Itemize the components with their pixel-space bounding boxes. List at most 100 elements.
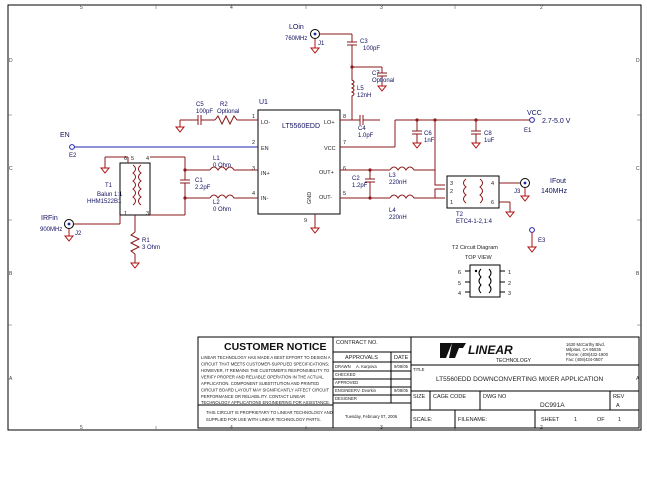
scale-label: SCALE: xyxy=(413,417,433,423)
t1-value-1: Balun 1:1 xyxy=(97,192,123,198)
pin-lo-plus: LO+ xyxy=(324,120,335,126)
notice-line-7: PERFORMANCE OR RELIABILITY. CONTACT LINE… xyxy=(201,394,305,399)
vcc-range: 2.7-5.0 V xyxy=(542,118,571,125)
t1-pin-5: 5 xyxy=(131,156,134,162)
frame-row-d: D xyxy=(9,58,13,64)
l2-refdes: L2 xyxy=(213,200,220,206)
frame-row-a: A xyxy=(9,376,13,382)
l5-refdes: L5 xyxy=(357,86,364,92)
proprietary-line-2: SUPPLIED FOR USE WITH LINEAR TECHNOLOGY … xyxy=(206,417,321,422)
t2-diagram-pin-5: 5 xyxy=(458,281,461,287)
pin-vcc: VCC xyxy=(324,146,336,152)
notice-line-4: VERIFY PROPER AND RELIABLE OPERATION IN … xyxy=(201,375,324,380)
l1-refdes: L1 xyxy=(213,156,220,162)
dwg-no-label: DWG NO xyxy=(483,394,507,400)
c7-value: Optional xyxy=(372,78,394,84)
notice-line-1: LINEAR TECHNOLOGY HAS MADE A BEST EFFORT… xyxy=(201,355,331,360)
rf-in-label: IRFin xyxy=(41,215,58,222)
sheet-value: 1 xyxy=(574,417,577,423)
pin-in-minus: IN- xyxy=(261,196,269,202)
j3-refdes: J3 xyxy=(514,189,521,195)
e2-refdes: E2 xyxy=(69,153,77,159)
drawn-label: DRAWN xyxy=(335,364,351,369)
frame-col-4: 4 xyxy=(230,5,233,11)
en-label: EN xyxy=(60,132,70,139)
engineer-label: ENGINEER xyxy=(335,388,357,393)
t1-pin-4: 4 xyxy=(146,156,149,162)
r2-value: Optional xyxy=(217,109,239,115)
pin-lo-minus: LO- xyxy=(261,120,270,126)
vcc-label: VCC xyxy=(527,110,542,117)
c7-refdes: C7 xyxy=(372,71,380,77)
t2-diagram-pin-3: 3 xyxy=(508,291,511,297)
rev-value: A xyxy=(616,403,620,409)
frame-row-a-r: A xyxy=(636,376,640,382)
j2-refdes: J2 xyxy=(75,231,82,237)
drawing-title: LT5560EDD DOWNCONVERTING MIXER APPLICATI… xyxy=(436,376,604,383)
frame-row-d-r: D xyxy=(636,58,640,64)
c8-value: 1uF xyxy=(484,138,495,144)
pin-out-plus: OUT+ xyxy=(319,170,334,176)
c6-refdes: C6 xyxy=(424,131,432,137)
rf-input-wiring xyxy=(73,156,258,269)
c3-value: 100pF xyxy=(363,46,380,52)
connector-j3 xyxy=(519,178,531,202)
notice-line-3: HOWEVER, IT REMAINS THE CUSTOMER'S RESPO… xyxy=(201,368,330,373)
connector-j1 xyxy=(309,29,321,54)
pin-out-minus: OUT- xyxy=(319,195,332,201)
cage-code-label: CAGE CODE xyxy=(433,394,466,400)
pin-num-2: 2 xyxy=(252,140,255,146)
drawn-date: 9/08/05 xyxy=(394,364,409,369)
of-label: OF xyxy=(597,417,605,423)
u1-part-number: LT5560EDD xyxy=(282,123,320,130)
title-label: TITLE xyxy=(413,367,425,372)
size-label: SIZE xyxy=(413,394,426,400)
t2-top-view-label: TOP VIEW xyxy=(465,255,493,261)
notice-line-2: CIRCUIT THAT MEETS CUSTOMER-SUPPLIED SPE… xyxy=(201,362,329,367)
l4-value: 220nH xyxy=(389,215,407,221)
t1-value-2: HHM1522B1 xyxy=(87,199,122,205)
c5-refdes: C5 xyxy=(196,102,204,108)
c4-refdes: C4 xyxy=(358,126,366,132)
proprietary-line-1: THIS CIRCUIT IS PROPRIETARY TO LINEAR TE… xyxy=(206,410,333,415)
t2-pin-2: 2 xyxy=(450,189,453,195)
approved-label: APPROVED xyxy=(335,380,358,385)
t1-refdes: T1 xyxy=(105,183,113,189)
t2-pin-4: 4 xyxy=(491,181,494,187)
en-net xyxy=(69,144,258,150)
designer-label: DESIGNER xyxy=(335,396,357,401)
pin-gnd: GND xyxy=(307,192,313,204)
frame-col-3: 3 xyxy=(380,5,383,11)
ic-ground xyxy=(309,214,321,234)
lo-in-freq: 760MHz xyxy=(285,36,307,42)
c2-refdes: C2 xyxy=(352,176,360,182)
t2-value: ETC4-1-2,1:4 xyxy=(456,219,493,225)
logo-text: LINEAR xyxy=(468,343,513,357)
pin-num-1: 1 xyxy=(252,114,255,120)
j1-refdes: J1 xyxy=(318,41,325,47)
contract-no-label: CONTRACT NO. xyxy=(336,340,378,346)
pin-num-9: 9 xyxy=(304,218,307,224)
if-out-label: IFout xyxy=(550,178,566,185)
company-address-2: Milpitas, CA 95035 xyxy=(566,347,602,352)
pin-num-7: 7 xyxy=(343,140,346,146)
print-date: Tuesday, February 07, 2006 xyxy=(345,414,398,419)
frame-col-5: 5 xyxy=(80,5,83,11)
t2-diagram-pin-1: 1 xyxy=(508,270,511,276)
frame-row-b: B xyxy=(9,271,13,277)
t2-pin-1: 1 xyxy=(450,200,453,206)
notice-line-6: CIRCUIT BOARD LAYOUT MAY SIGNIFICANTLY A… xyxy=(201,388,329,393)
company-address-4: Fax: (408)434-0507 xyxy=(566,357,603,362)
linear-logo xyxy=(440,343,466,358)
frame-row-c: C xyxy=(9,166,13,172)
c6-value: 1nF xyxy=(424,138,435,144)
notice-line-8: TECHNOLOGY APPLICATIONS ENGINEERING FOR … xyxy=(201,400,330,405)
engineer-date: 9/08/05 xyxy=(394,388,409,393)
frame-row-c-r: C xyxy=(636,166,640,172)
rev-label: REV xyxy=(613,394,625,400)
frame-row-b-r: B xyxy=(636,271,640,277)
company-address-1: 1630 McCarthy Blvd. xyxy=(566,342,605,347)
r1-value: 3 Ohm xyxy=(142,245,160,251)
approvals-label: APPROVALS xyxy=(345,355,378,361)
